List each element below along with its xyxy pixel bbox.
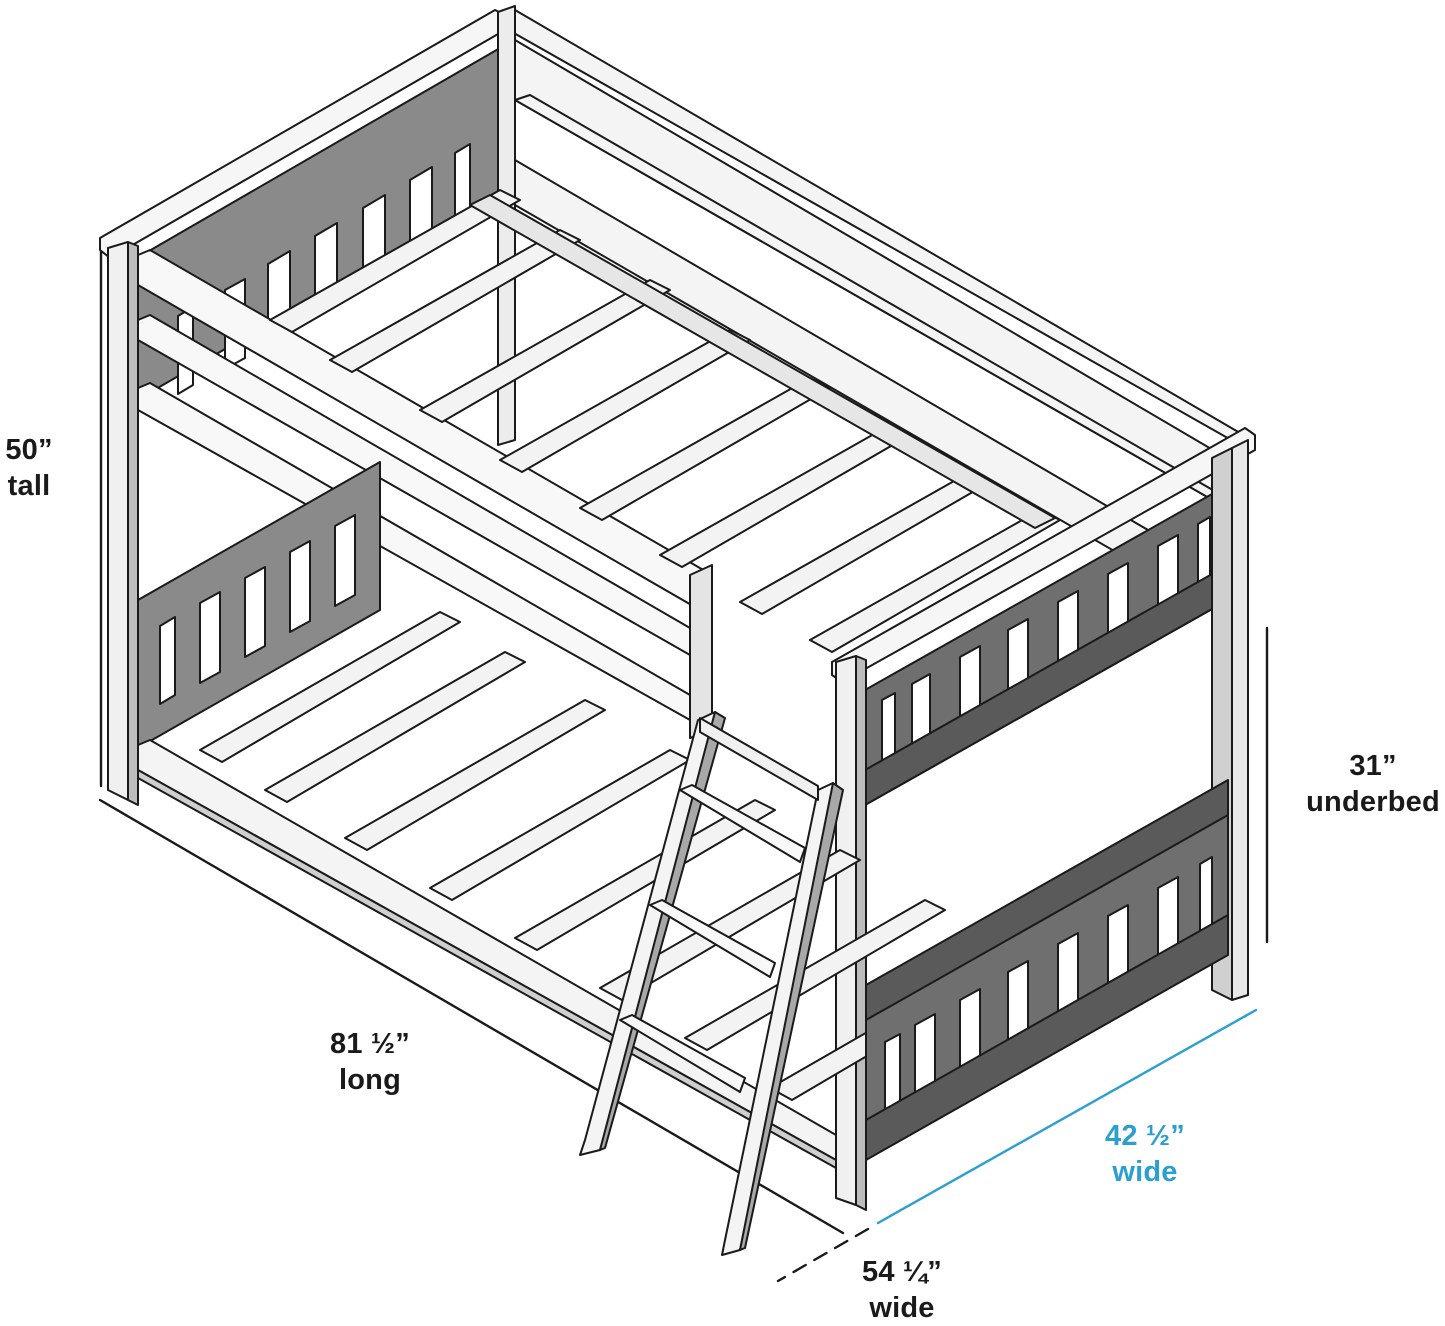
inner-width-dimension-label: 42 ½” wide [1080,1118,1210,1190]
lower-front-rail [137,739,837,1169]
outer-width-dimension-label: 54 ¼” wide [832,1254,972,1326]
upper-footboard [831,427,1256,806]
underbed-value: 31” [1349,750,1397,782]
lower-footboard [865,779,1229,1161]
upper-guard-rails [137,249,713,739]
upper-slats [269,189,1061,653]
height-value: 50” [5,434,53,466]
outer-width-value: 54 ¼” [862,1256,942,1288]
length-value: 81 ½” [330,1028,410,1060]
inner-width-caption: wide [1112,1156,1178,1188]
lower-headboard [137,461,381,749]
length-caption: long [338,1064,401,1096]
outer-width-dimension-line [776,1227,870,1283]
back-side-rails [504,9,1241,616]
underbed-dimension-label: 31” underbed [1298,748,1445,820]
length-dimension-label: 81 ½” long [300,1026,440,1098]
ladder [579,711,844,1256]
length-dimension-line [98,798,845,1235]
inner-width-dimension-line [876,1008,1258,1225]
outer-width-caption: wide [869,1292,935,1324]
inner-width-value: 42 ½” [1105,1120,1185,1152]
height-dimension-label: 50” tall [0,432,64,504]
underbed-caption: underbed [1306,786,1440,818]
dimension-lines [98,236,1269,1283]
height-caption: tall [7,470,51,502]
